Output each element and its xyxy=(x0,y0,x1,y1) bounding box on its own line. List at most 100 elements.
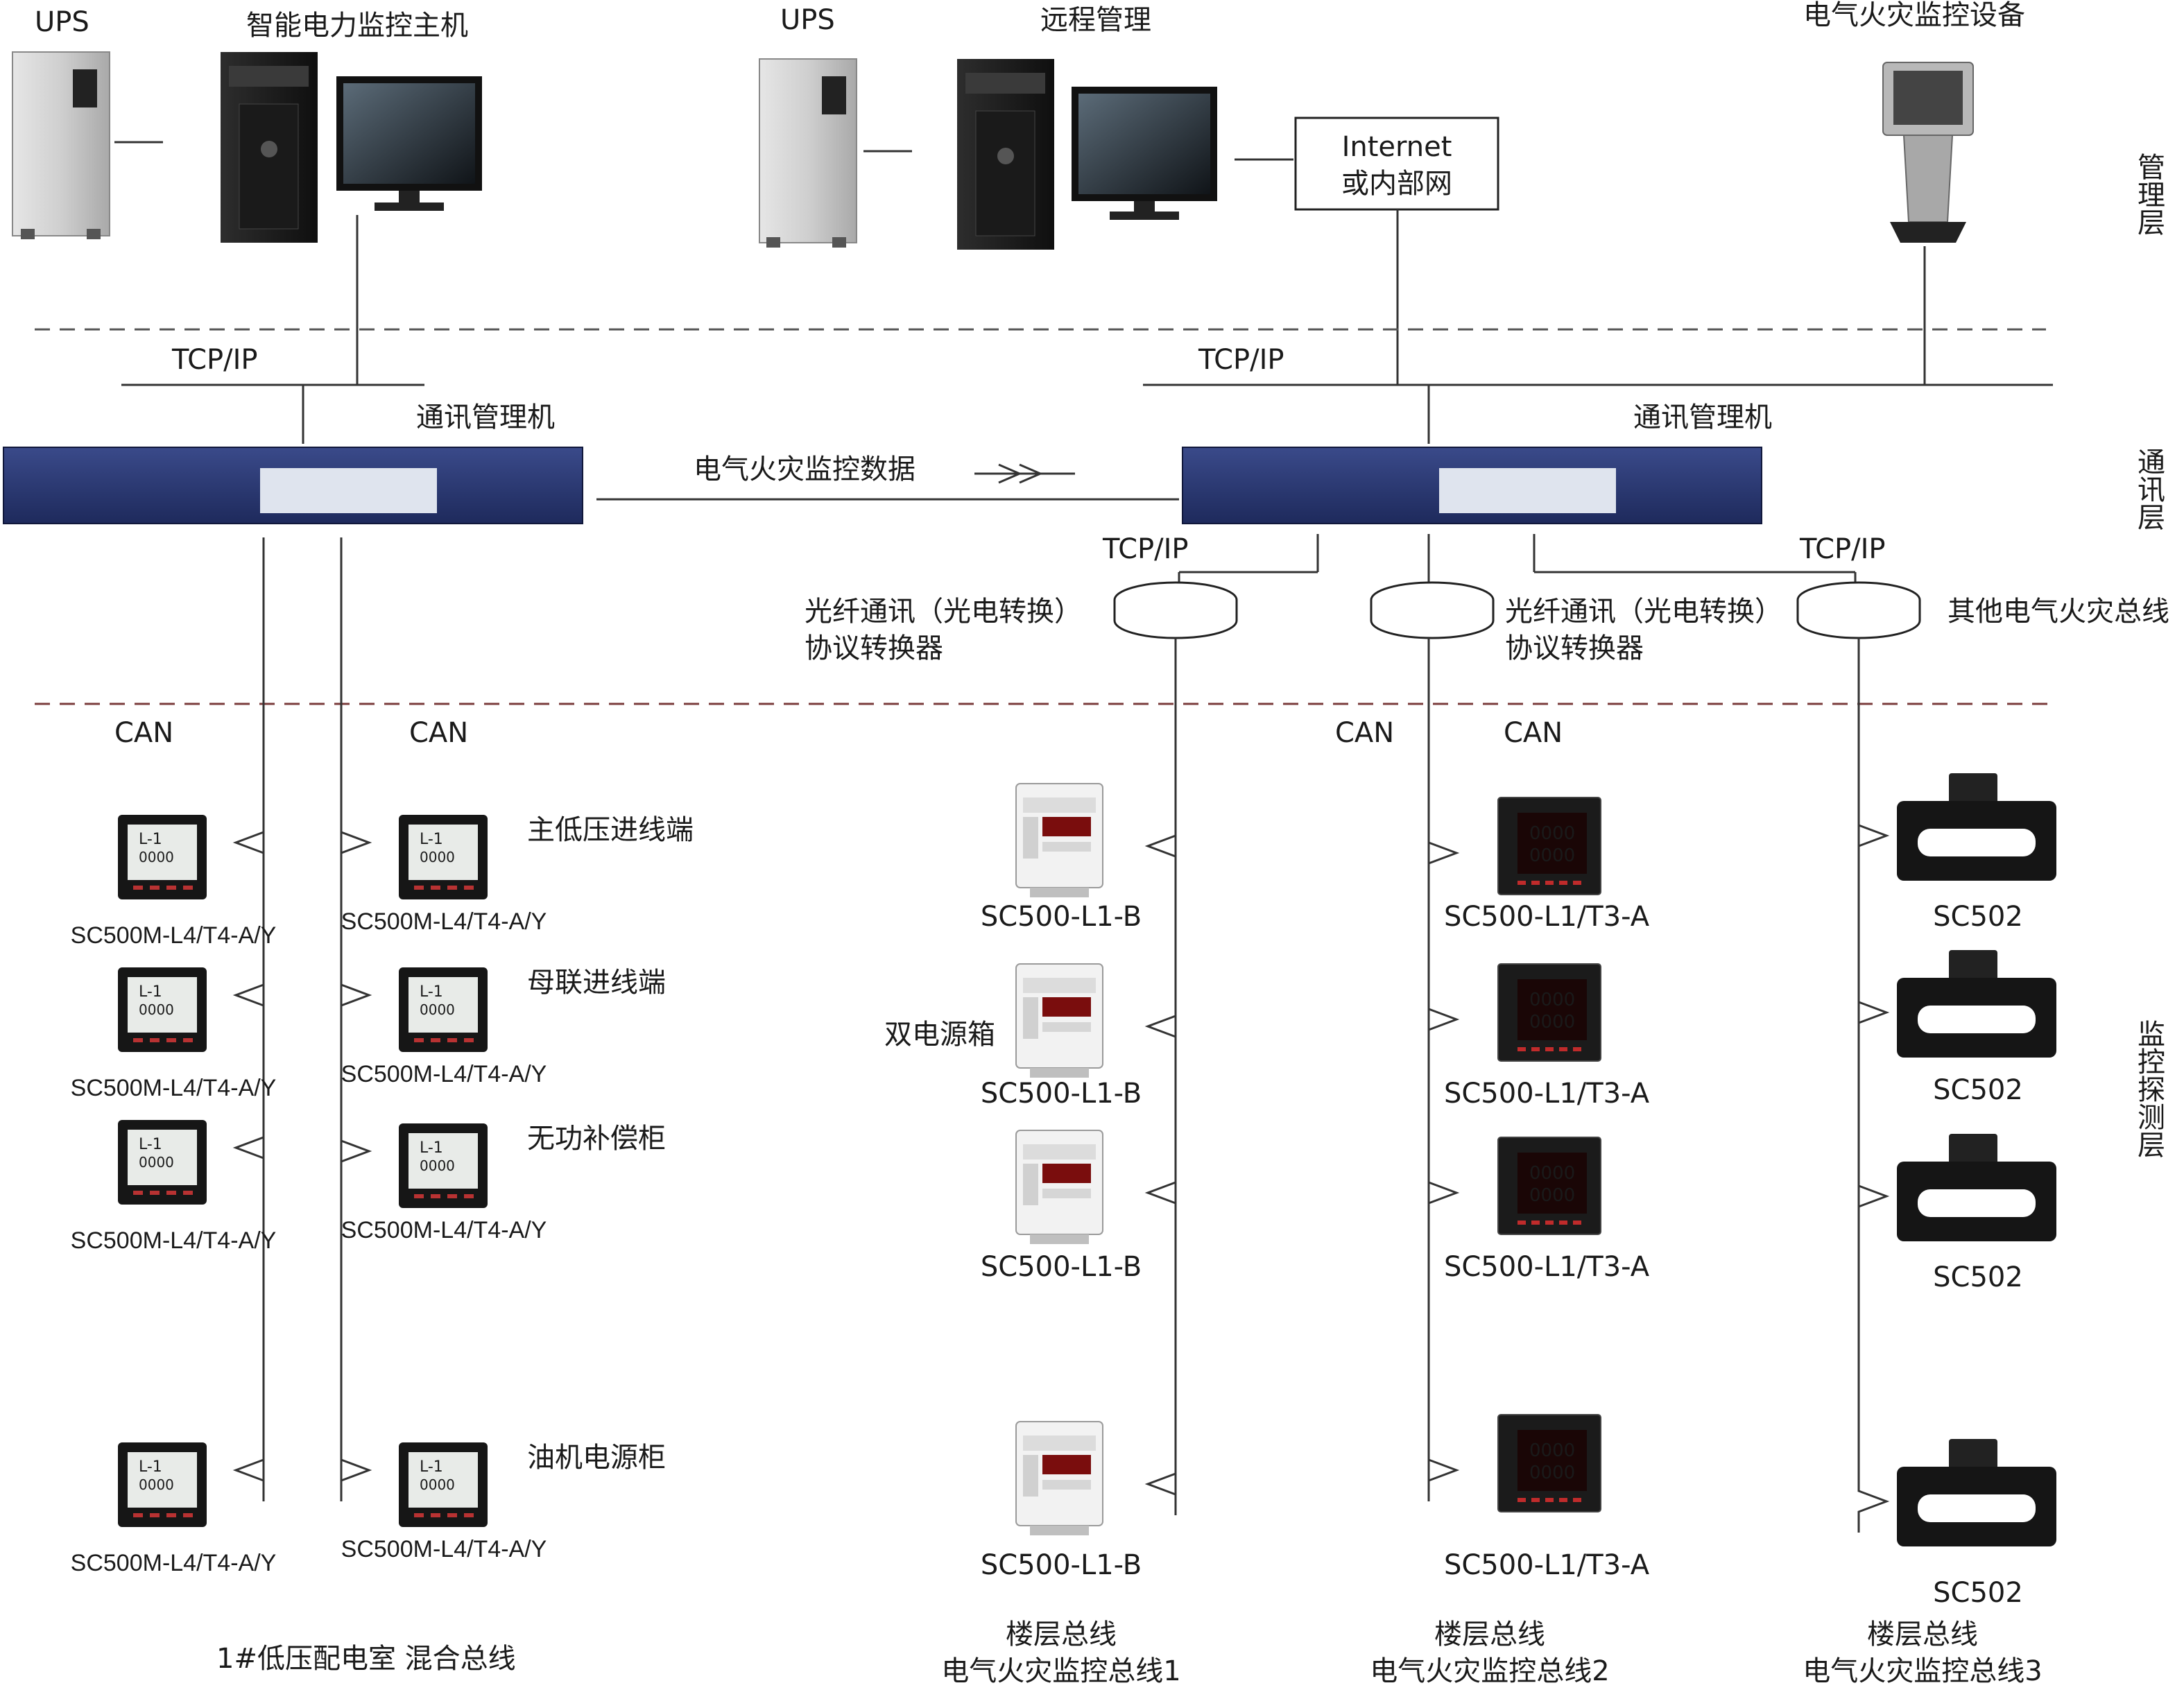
bus-tap xyxy=(340,1120,372,1182)
bus-tap xyxy=(340,811,372,874)
bus-tap xyxy=(1144,1162,1177,1224)
other-bus-label: 其他电气火灾总线 xyxy=(1947,596,2169,628)
bus2-caption-1: 楼层总线 xyxy=(1434,1619,1545,1650)
tcpip-left-label: TCP/IP xyxy=(171,344,258,376)
conv2-line1: 光纤通讯（光电转换） xyxy=(1505,596,1782,628)
kiosk-icon xyxy=(1882,62,1974,243)
bus3-caption-1: 楼层总线 xyxy=(1867,1619,1978,1650)
device-model-label: SC500-L1/T3-A xyxy=(1444,1078,1650,1110)
ups-left-icon xyxy=(12,51,110,239)
meter-reading: L-1 xyxy=(420,831,443,848)
bus-tap xyxy=(1427,1162,1460,1224)
meter-reading: 0000 xyxy=(1529,845,1575,866)
meter-reading: 0000 xyxy=(1529,1463,1575,1483)
meter-reading: L-1 xyxy=(139,831,162,848)
device-model-label: SC500M-L4/T4-A/Y xyxy=(341,908,547,935)
meter-reading: L-1 xyxy=(139,983,162,1001)
tcpip-right-label: TCP/IP xyxy=(1198,344,1284,376)
comm-manager-left-label: 通讯管理机 xyxy=(416,402,555,433)
device-model-label: SC500-L1-B xyxy=(981,1251,1142,1283)
bus-tap xyxy=(1144,1453,1177,1515)
device-location-label: 无功补偿柜 xyxy=(527,1123,666,1155)
conv1-line2: 协议转换器 xyxy=(805,632,943,664)
meter-reading: L-1 xyxy=(420,1139,443,1157)
server-tower-right-icon xyxy=(957,59,1054,250)
bus-tap xyxy=(232,811,265,874)
comm-manager-right-label: 通讯管理机 xyxy=(1633,402,1772,433)
meter-reading: 0000 xyxy=(1529,1440,1575,1461)
meter-reading: 0000 xyxy=(1529,823,1575,844)
meter-reading: 0000 xyxy=(1529,1012,1575,1033)
bus-tap xyxy=(232,964,265,1026)
bus2-caption-2: 电气火灾监控总线2 xyxy=(1370,1655,1609,1687)
din-meter-icon xyxy=(1015,783,1103,897)
layer-label-communication: 通讯层 xyxy=(2133,447,2165,531)
device-location-label: 油机电源柜 xyxy=(527,1442,666,1474)
device-location-label: 主低压进线端 xyxy=(527,814,694,846)
meter-reading: 0000 xyxy=(420,849,455,865)
meter-reading: 0000 xyxy=(420,1157,455,1174)
device-location-label: 双电源箱 xyxy=(884,1019,995,1051)
device-model-label: SC500-L1-B xyxy=(981,901,1142,933)
device-model-label: SC500-L1/T3-A xyxy=(1444,901,1650,933)
layer-label-management: 管理层 xyxy=(2133,153,2165,236)
bus-tap xyxy=(1427,1439,1460,1501)
meter-reading: L-1 xyxy=(139,1458,162,1476)
bus3-caption-2: 电气火灾监控总线3 xyxy=(1803,1655,2042,1687)
device-model-label: SC500-L1-B xyxy=(981,1078,1142,1110)
network-switch-left-icon xyxy=(3,447,583,524)
monitor-right-icon xyxy=(1072,87,1217,220)
internet-line2: 或内部网 xyxy=(1341,168,1452,200)
device-model-label: SC500M-L4/T4-A/Y xyxy=(71,922,277,949)
monitor-left-icon xyxy=(336,76,482,211)
bus1-caption-2: 电气火灾监控总线1 xyxy=(941,1655,1180,1687)
internet-box: Internet 或内部网 xyxy=(1294,117,1499,211)
current-sensor-icon xyxy=(1897,1134,2056,1241)
svg-text:管理层: 管理层 xyxy=(2133,153,2165,236)
device-model-label: SC502 xyxy=(1933,1577,2023,1609)
device-model-label: SC500M-L4/T4-A/Y xyxy=(341,1536,547,1562)
meter-reading: 0000 xyxy=(139,849,174,865)
current-sensor-icon xyxy=(1897,950,2056,1058)
layer-label-monitor: 监控探测层 xyxy=(2133,1019,2165,1158)
bus-tap xyxy=(232,1439,265,1501)
device-model-label: SC500M-L4/T4-A/Y xyxy=(341,1217,547,1243)
host-left-label: 智能电力监控主机 xyxy=(246,10,468,42)
bus-tap xyxy=(1427,988,1460,1051)
bus1-caption-1: 楼层总线 xyxy=(1006,1619,1117,1650)
can-label-4: CAN xyxy=(1504,717,1563,749)
bus-tap xyxy=(340,964,372,1026)
meter-reading: L-1 xyxy=(420,1458,443,1476)
tcpip-conv1-label: TCP/IP xyxy=(1102,533,1189,565)
converter-2-icon xyxy=(1370,581,1495,639)
remote-label: 远程管理 xyxy=(1040,4,1151,36)
left-bus-caption: 1#低压配电室 混合总线 xyxy=(216,1643,516,1675)
bus-tap xyxy=(1857,1470,1890,1533)
conv1-line1: 光纤通讯（光电转换） xyxy=(805,596,1082,628)
device-model-label: SC500M-L4/T4-A/Y xyxy=(71,1550,277,1576)
can-label-2: CAN xyxy=(409,717,468,749)
bus-tap xyxy=(340,1439,372,1501)
bus-tap xyxy=(1144,995,1177,1058)
internet-line1: Internet xyxy=(1342,131,1452,163)
meter-reading: 0000 xyxy=(139,1476,174,1493)
meter-reading: 0000 xyxy=(420,1476,455,1493)
conv2-line2: 协议转换器 xyxy=(1505,632,1644,664)
device-model-label: SC500M-L4/T4-A/Y xyxy=(71,1227,277,1254)
bus-tap xyxy=(1857,804,1890,867)
bus-tap xyxy=(1857,981,1890,1044)
current-sensor-icon xyxy=(1897,773,2056,881)
device-model-label: SC500M-L4/T4-A/Y xyxy=(71,1075,277,1101)
meter-reading: 0000 xyxy=(139,1001,174,1018)
meter-reading: 0000 xyxy=(420,1001,455,1018)
meter-reading: 0000 xyxy=(1529,1163,1575,1184)
device-location-label: 母联进线端 xyxy=(527,967,666,999)
meter-reading: 0000 xyxy=(1529,990,1575,1010)
